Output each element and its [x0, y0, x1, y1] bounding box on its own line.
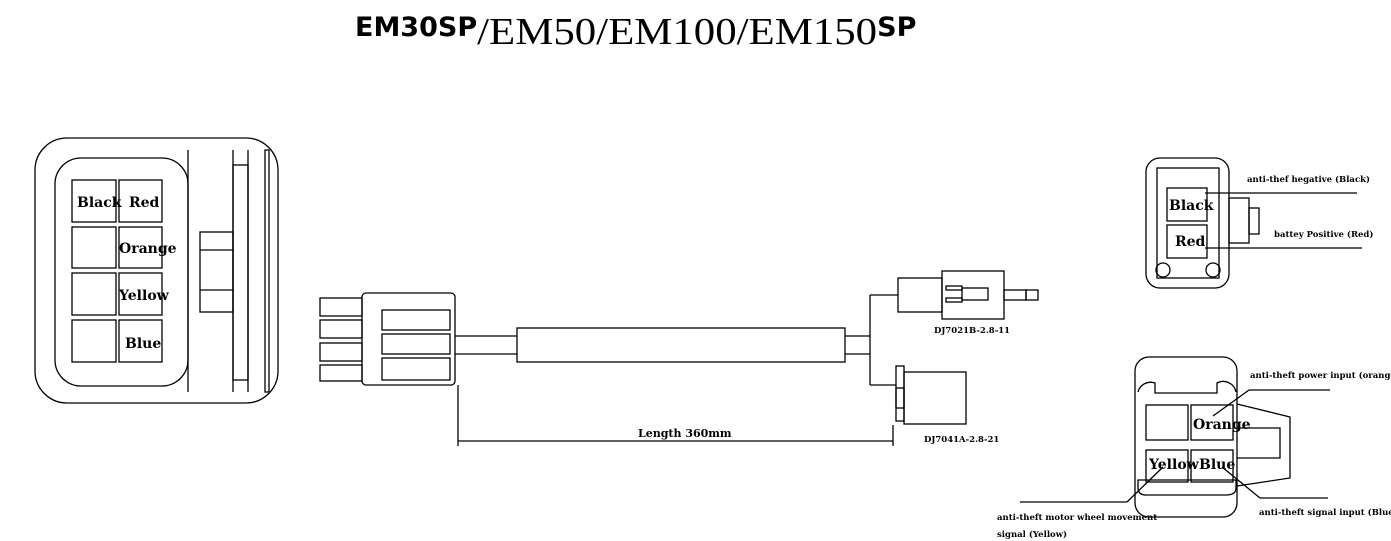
two-pin-cell-black: Black	[1169, 198, 1214, 214]
part-number-2pin: DJ7021B-2.8-11	[934, 326, 1010, 336]
part-number-4pin: DJ7041A-2.8-21	[924, 435, 999, 445]
four-pin-cell-blue: Blue	[1199, 457, 1235, 473]
label-motor-wheel-signal-line1: anti-theft motor wheel movement	[997, 513, 1157, 523]
cell-orange: Orange	[119, 241, 177, 257]
four-pin-connector-face: Orange Yellow Blue anti-theft power inpu…	[997, 356, 1391, 540]
label-motor-wheel-signal-line2: signal (Yellow)	[997, 529, 1067, 540]
title-suffix: SP	[877, 12, 916, 43]
label-anti-theft-power-input: anti-theft power input (orange)	[1250, 370, 1391, 381]
length-label: Length 360mm	[638, 427, 732, 440]
four-pin-cell-orange: Orange	[1193, 417, 1251, 433]
diagram-title: EM30SP/EM50/EM100/EM150SP	[355, 11, 916, 53]
two-pin-connector-face: Black Red anti-thef hegative (Black) bat…	[1145, 157, 1373, 289]
label-battery-positive: battey Positive (Red)	[1274, 229, 1373, 240]
title-prefix: EM30SP	[355, 12, 477, 43]
title-middle: /EM50/EM100/EM150	[477, 11, 877, 53]
label-anti-theft-negative: anti-thef hegative (Black)	[1247, 174, 1370, 185]
four-pin-cell-yellow: Yellow	[1148, 457, 1200, 473]
cell-black: Black	[77, 195, 122, 211]
label-anti-theft-signal-input: anti-theft signal input (Blue)	[1259, 507, 1391, 518]
cell-red: Red	[129, 195, 160, 211]
cell-yellow: Yellow	[118, 288, 170, 304]
main-connector-face: Black Red Orange Yellow Blue	[34, 137, 279, 404]
cell-blue: Blue	[125, 336, 161, 352]
two-pin-cell-red: Red	[1175, 234, 1206, 250]
cable-assembly: DJ7021B-2.8-11 DJ7041A-2.8-21 Length 360…	[319, 270, 1039, 446]
